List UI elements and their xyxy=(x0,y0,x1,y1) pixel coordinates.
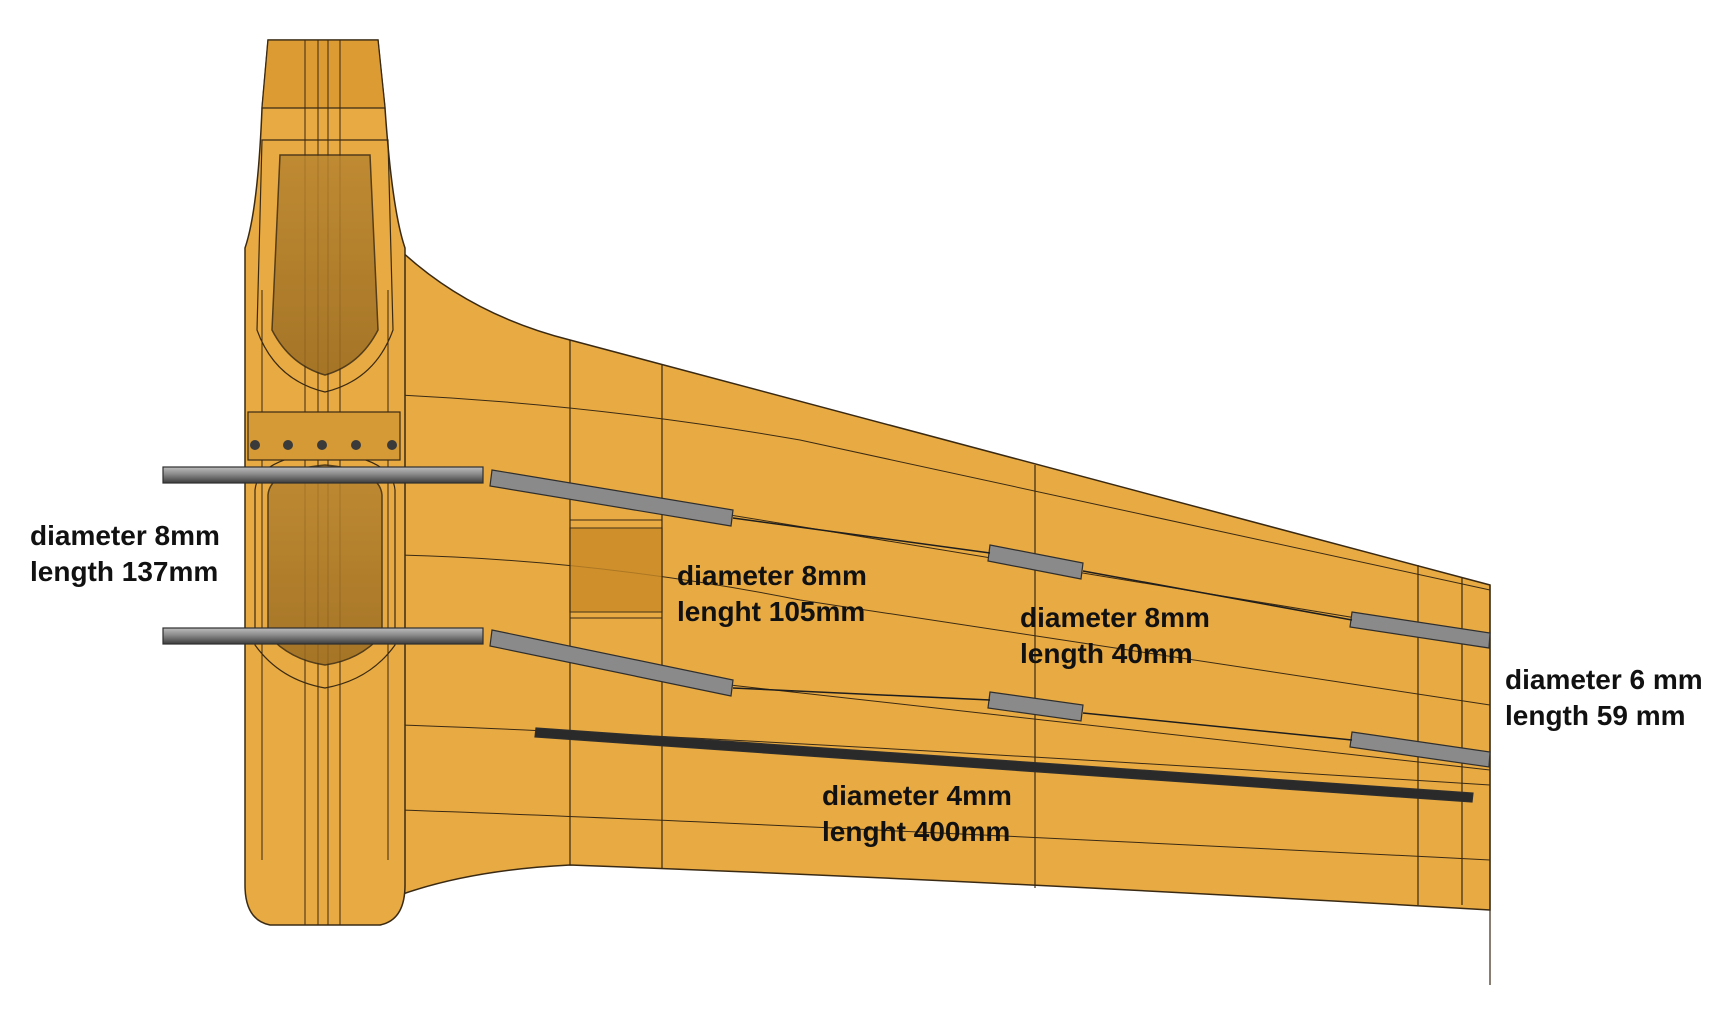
label-rod-59-line1: diameter 6 mm xyxy=(1505,664,1703,695)
label-rod-137: diameter 8mm length 137mm xyxy=(30,518,220,590)
rod-400 xyxy=(534,727,1474,803)
rod-40-upper xyxy=(987,544,1084,580)
label-rod-40-line2: length 40mm xyxy=(1020,638,1193,669)
label-rod-59-line2: length 59 mm xyxy=(1505,700,1686,731)
wing-access-box xyxy=(569,519,663,619)
rod-59-lower xyxy=(1349,731,1491,768)
label-rod-40: diameter 8mm length 40mm xyxy=(1020,600,1210,672)
label-rod-400-line2: lenght 400mm xyxy=(822,816,1011,847)
label-rod-400-line1: diameter 4mm xyxy=(822,780,1012,811)
label-rod-40-line1: diameter 8mm xyxy=(1020,602,1210,633)
rod-105-upper xyxy=(489,469,734,527)
upper-cockpit-frame xyxy=(256,139,394,393)
label-rod-137-line2: length 137mm xyxy=(30,556,219,587)
label-rod-400: diameter 4mm lenght 400mm xyxy=(822,778,1012,850)
upper-cockpit xyxy=(271,154,379,376)
fuselage-nose xyxy=(261,39,386,109)
label-rod-105-line2: lenght 105mm xyxy=(677,596,866,627)
rods xyxy=(162,466,1491,803)
rod-137-upper xyxy=(162,466,484,484)
rod-137-lower xyxy=(162,627,484,645)
rod-105-lower xyxy=(489,629,734,697)
label-rod-137-line1: diameter 8mm xyxy=(30,520,220,551)
rod-40-lower xyxy=(987,691,1084,722)
rod-connect-lines xyxy=(732,517,1353,741)
label-rod-105: diameter 8mm lenght 105mm xyxy=(677,558,867,630)
rod-59-upper xyxy=(1349,611,1491,649)
label-rod-59: diameter 6 mm length 59 mm xyxy=(1505,662,1703,734)
bolt-row xyxy=(247,411,401,461)
label-rod-105-line1: diameter 8mm xyxy=(677,560,867,591)
